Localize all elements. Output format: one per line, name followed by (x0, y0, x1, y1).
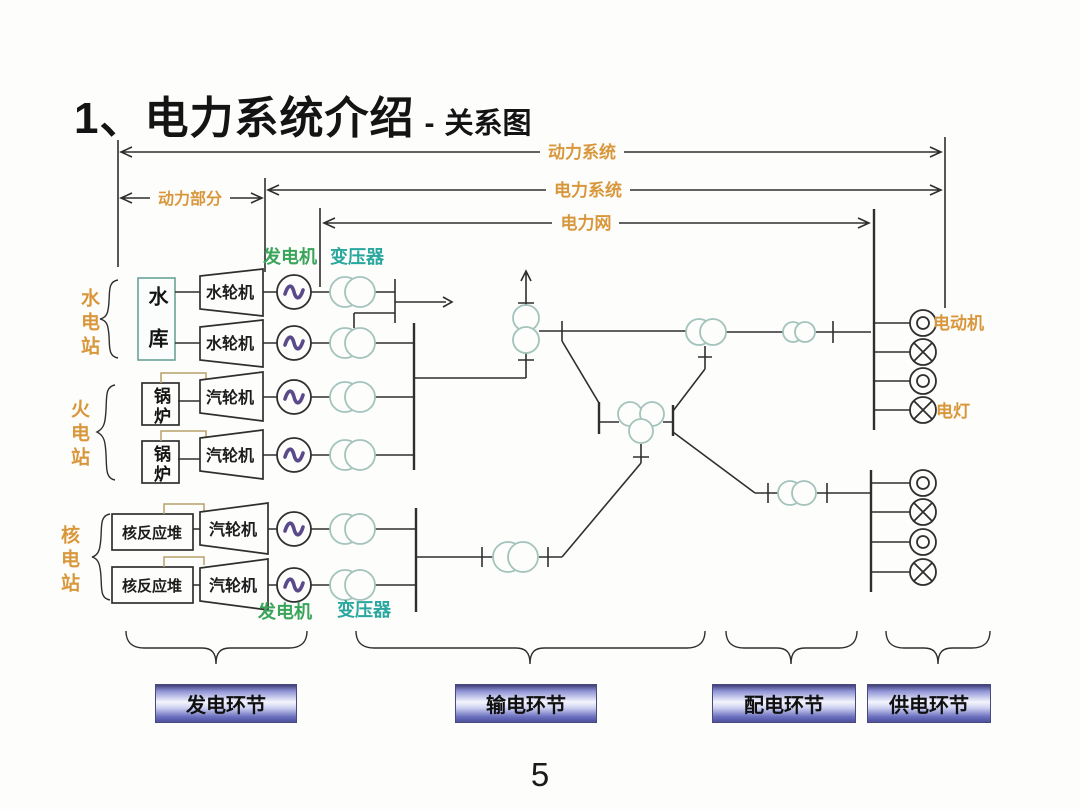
pipe-reactor-2 (163, 556, 205, 567)
span-brackets: 动力系统 动力部分 电力系统 电力网 (117, 137, 946, 430)
transformer-icon (512, 326, 540, 354)
unit-transformers (329, 276, 376, 601)
generator-icon (276, 325, 312, 361)
electric-grid-span-line (322, 217, 871, 229)
network-transformers (492, 304, 817, 573)
title-separator: - (424, 107, 435, 140)
steam-turbine-symbol-1 (199, 371, 264, 422)
hydro-station-brace (99, 279, 119, 359)
collector-buses (412, 323, 418, 612)
steam-turbine-symbol-4 (199, 558, 269, 611)
steam-turbine-label-2: 汽轮机 (206, 446, 254, 465)
lamp-icon (909, 558, 937, 586)
hydro-junction-flow-arrow (353, 279, 454, 328)
distribution-brace (725, 630, 858, 665)
electric-grid-span-label: 电力网 (561, 213, 612, 233)
nuclear-station-label: 核电站 (58, 525, 79, 597)
power-part-span-label: 动力部分 (158, 189, 222, 208)
generator-icon (276, 274, 312, 310)
reservoir-box (137, 277, 176, 361)
hydro-station-label: 水电站 (78, 288, 99, 360)
thermal-station-brace (95, 384, 116, 481)
generator-label-bottom: 发电机 (257, 601, 312, 622)
motor-icon (909, 367, 937, 395)
lamp-icon (909, 396, 937, 424)
boiler-label-2: 锅炉 (151, 445, 170, 485)
transformer-label-bottom: 变压器 (337, 599, 392, 620)
generator-symbols (276, 274, 312, 603)
stage-braces (125, 630, 991, 665)
generator-icon (276, 511, 312, 547)
unit-row-links (175, 291, 416, 586)
pipe-reactor-1 (163, 503, 205, 514)
water-turbine-symbol-1 (199, 268, 264, 317)
reactor-boxes: 核反应堆 核反应堆 (111, 513, 194, 604)
reactor-box-1 (111, 513, 194, 551)
steam-turbine-label-4: 汽轮机 (209, 576, 257, 595)
boiler-boxes (141, 382, 180, 484)
boiler-box-2 (141, 440, 180, 484)
page-number: 5 (530, 756, 550, 793)
steam-turbine-symbol-3 (199, 502, 269, 555)
turbines: 水轮机 水轮机 汽轮机 汽轮机 汽轮机 汽轮机 (199, 268, 269, 611)
station-braces (91, 279, 119, 601)
title-subtitle: 关系图 (444, 108, 532, 140)
nuclear-station-brace (91, 513, 111, 601)
steam-turbine-label-3: 汽轮机 (209, 520, 257, 539)
transmission-stage-button: 输电环节 (455, 684, 597, 723)
power-part-span-line (119, 192, 264, 204)
motor-label: 电动机 (933, 313, 984, 333)
motor-icon (909, 469, 937, 497)
lamp-icon (909, 338, 937, 366)
load-symbols (909, 309, 937, 586)
generation-stage-button: 发电环节 (155, 684, 297, 723)
component-labels: 发电机 变压器 发电机 变压器 电动机 电灯 (257, 246, 984, 622)
steam-turbine-symbol-2 (199, 429, 264, 480)
generator-icon (276, 379, 312, 415)
transmission-network-lines (414, 269, 910, 573)
reactor-label-2: 核反应堆 (122, 577, 182, 595)
boiler-label-1: 锅炉 (151, 387, 170, 427)
water-turbine-label-2: 水轮机 (206, 334, 254, 353)
thermal-station-label: 火电站 (68, 399, 89, 471)
steam-pipes (160, 372, 207, 567)
pipe-boiler-1 (160, 372, 207, 383)
distribution-stage-button: 配电环节 (712, 684, 856, 723)
title-main: 电力系统介绍 (144, 94, 415, 143)
wiring (175, 269, 910, 612)
electric-system-span-label: 电力系统 (554, 180, 622, 200)
lamp-icon (909, 498, 937, 526)
title-number: 1、 (74, 94, 145, 143)
steam-turbine-label-1: 汽轮机 (206, 388, 254, 407)
supply-brace (885, 630, 991, 665)
lamp-label: 电灯 (936, 401, 970, 421)
boiler-box-1 (141, 382, 180, 426)
motor-icon (909, 309, 937, 337)
water-turbine-symbol-2 (199, 319, 264, 368)
motor-icon (909, 528, 937, 556)
reactor-label-1: 核反应堆 (122, 524, 182, 542)
reservoir-label: 水库 (145, 286, 167, 370)
supply-stage-button: 供电环节 (867, 684, 991, 723)
water-turbine-label-1: 水轮机 (206, 283, 254, 302)
power-system-span-label: 动力系统 (548, 142, 616, 162)
slide-title: 1、电力系统介绍 - 关系图 (74, 82, 532, 146)
electric-system-span-line (266, 184, 943, 196)
reactor-box-2 (111, 566, 194, 604)
generator-icon (276, 437, 312, 473)
generator-icon (276, 567, 312, 603)
power-system-span-line (119, 146, 943, 158)
transmission-brace (355, 630, 706, 665)
generator-label-top: 发电机 (262, 246, 317, 267)
generation-brace (125, 630, 308, 665)
transformer-label-top: 变压器 (330, 246, 385, 267)
pipe-boiler-2 (160, 430, 207, 441)
